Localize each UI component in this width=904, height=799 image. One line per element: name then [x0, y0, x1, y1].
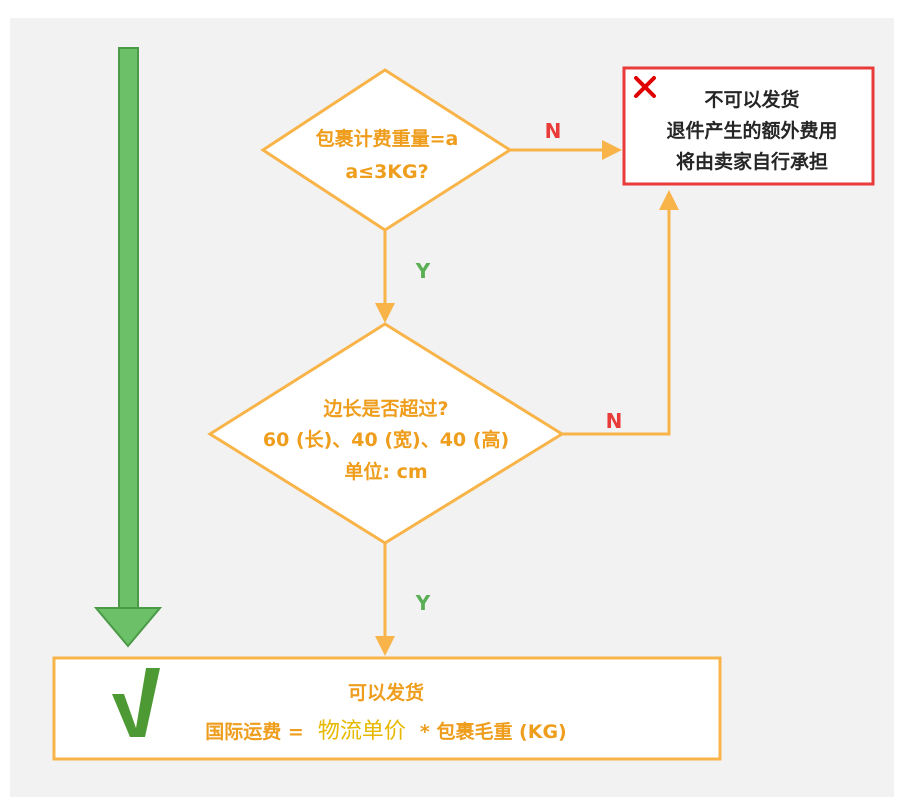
label-n2: N: [606, 409, 623, 433]
decision-dimensions-line3: 单位: cm: [344, 460, 427, 483]
cross-icon: [634, 76, 656, 98]
decision-weight: 包裹计费重量=a a≤3KG?: [260, 68, 513, 232]
formula-part3: * 包裹毛重 (KG): [420, 720, 567, 743]
connector-n2: [562, 206, 671, 436]
green-down-arrow: [93, 47, 163, 648]
decision-weight-line2: a≤3KG?: [345, 161, 428, 183]
reject-line2: 退件产生的额外费用: [666, 119, 837, 142]
formula-part1: 国际运费 =: [205, 721, 304, 743]
accept-formula: 国际运费 = 物流单价 * 包裹毛重 (KG): [205, 719, 567, 744]
label-y1: Y: [415, 259, 431, 283]
accept-box: 可以发货 国际运费 = 物流单价 * 包裹毛重 (KG): [52, 656, 722, 761]
label-n1: N: [545, 119, 562, 143]
decision-dimensions-line1: 边长是否超过?: [322, 397, 448, 420]
accept-line1: 可以发货: [348, 681, 424, 704]
reject-line3: 将由卖家自行承担: [676, 150, 828, 173]
connectors: [375, 140, 679, 656]
reject-box: 不可以发货 退件产生的额外费用 将由卖家自行承担: [622, 66, 875, 186]
check-icon: [112, 668, 160, 737]
label-y2: Y: [415, 591, 431, 615]
decision-dimensions-line2: 60 (长)、40 (宽)、40 (高): [263, 428, 509, 451]
reject-line1: 不可以发货: [704, 88, 799, 111]
decision-weight-line1: 包裹计费重量=a: [316, 127, 459, 150]
formula-part2: 物流单价: [318, 719, 406, 744]
